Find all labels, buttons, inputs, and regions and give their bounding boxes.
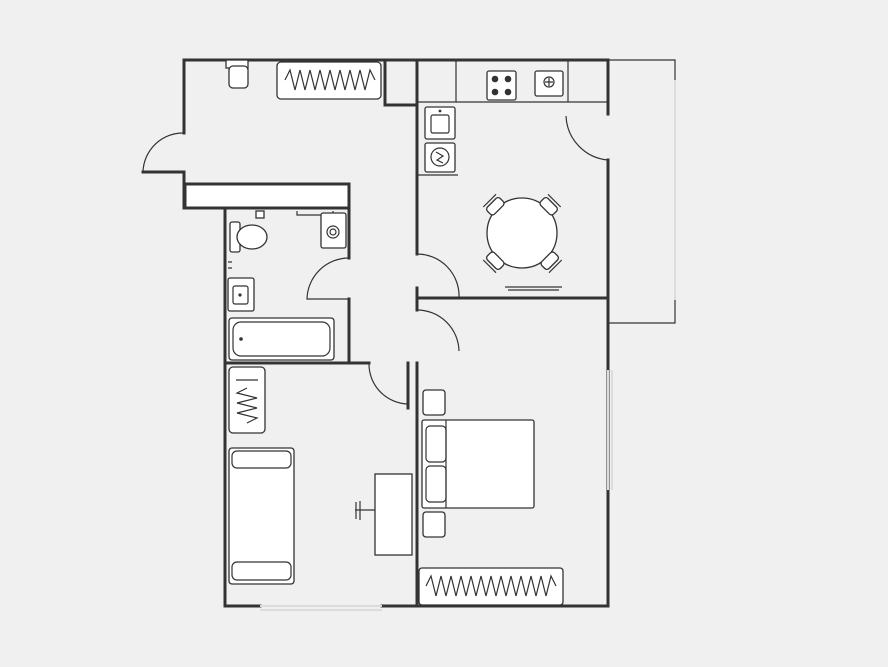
nightstand-icon <box>422 511 446 538</box>
wardrobe-icon <box>228 366 266 434</box>
nightstand-icon <box>422 389 446 416</box>
chair-icon <box>540 251 563 274</box>
hallway <box>225 59 382 100</box>
toilet-icon <box>229 221 268 253</box>
toilet-icon <box>225 59 249 89</box>
bedroom <box>418 389 564 606</box>
chair-icon <box>482 193 505 216</box>
washing-machine-icon <box>534 70 564 97</box>
walls <box>141 58 676 608</box>
sink-icon <box>424 106 456 140</box>
bathroom <box>227 210 347 361</box>
door-swing-icon <box>565 115 609 161</box>
dining-table-icon <box>486 197 558 269</box>
chair-icon <box>539 193 562 216</box>
bathtub-icon <box>228 317 335 361</box>
sink-icon <box>227 277 255 312</box>
door-swing-icon <box>306 257 350 300</box>
wardrobe-icon <box>418 567 564 606</box>
washing-machine-icon <box>320 212 347 249</box>
chair-icon <box>482 251 505 274</box>
radiator-icon <box>505 286 562 291</box>
single-bed-icon <box>228 447 295 585</box>
stove-icon <box>486 70 517 101</box>
doors <box>142 115 609 405</box>
door-swing-icon <box>416 253 460 299</box>
door-swing-icon <box>142 132 185 173</box>
windows <box>260 80 676 611</box>
desk-icon <box>355 473 413 556</box>
kitchen <box>417 70 564 291</box>
double-bed-icon <box>421 419 535 509</box>
washing-machine-icon <box>424 142 456 173</box>
living-room <box>228 366 413 585</box>
door-swing-icon <box>416 309 460 352</box>
wardrobe-icon <box>276 61 382 100</box>
door-swing-icon <box>368 362 409 405</box>
